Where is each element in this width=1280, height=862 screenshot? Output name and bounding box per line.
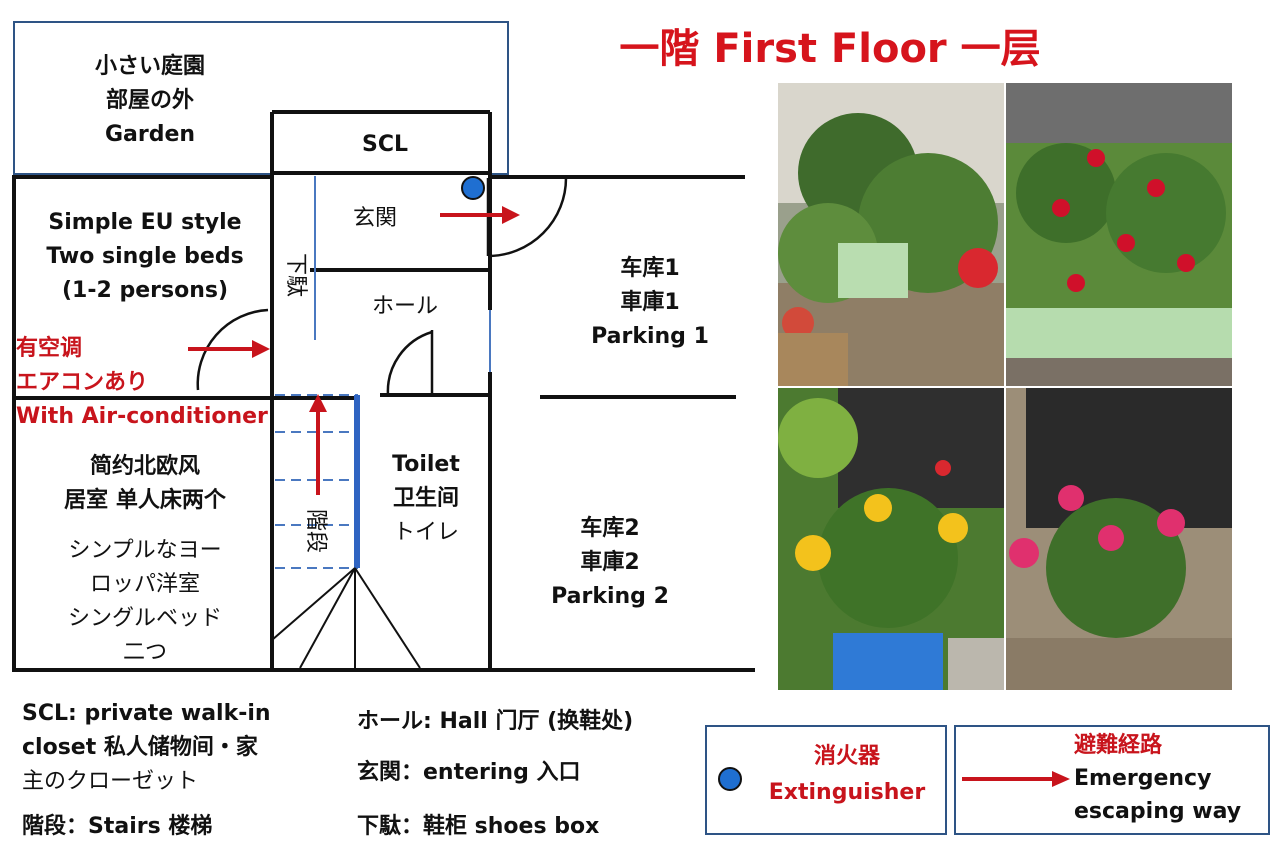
bedroom-line-1: Simple EU style [48,210,242,235]
geta-label: 下駄 [283,252,308,297]
note-scl-line-2: closet 私人储物间・家 [22,735,258,760]
bedroom-line-3: (1-2 persons) [62,278,228,303]
note-geta: 下駄：鞋柜 shoes box [357,814,600,839]
legend-escape-box: 避難経路 Emergency escaping way [954,725,1270,835]
legend-extinguisher-jp: 消火器 [813,744,880,769]
aircon-line-1: 有空调 [16,336,83,361]
photo-red-roses-planters [1006,83,1232,386]
legend-extinguisher-en: Extinguisher [768,780,926,805]
parking2-line-3: Parking 2 [551,584,669,609]
photo-parrot-planters [778,83,1004,386]
stairs-label: 階段 [303,508,328,553]
parking1-line-2: 車庫1 [620,290,680,315]
hall-label: ホール [371,294,438,319]
aircon-label: 有空调 エアコンあり With Air-conditioner [16,332,268,434]
scl-label: SCL [361,132,408,157]
garden-line-1: 小さい庭園 [94,54,205,79]
parking1-line-3: Parking 1 [591,324,709,349]
garden-label: 小さい庭園 部屋の外 Garden [40,50,260,152]
toilet-label: Toilet 卫生间 トイレ [370,448,482,550]
genkan-label: 玄関 [352,206,397,231]
garden-line-3: Garden [104,122,196,147]
doors [196,177,568,396]
legend-extinguisher-box: 消火器 Extinguisher [705,725,947,835]
garden-frame [13,21,509,175]
legend-extinguisher-label: 消火器 Extinguisher [752,739,942,811]
floor-plan [12,21,755,672]
parking2-label: 车库2 車庫2 Parking 2 [520,512,700,614]
parking1-line-1: 车库1 [620,256,680,281]
legend-escape-title: 避難経路 [1074,733,1163,758]
toilet-line-1: Toilet [392,452,460,477]
photo-hibiscus [778,388,1004,690]
bedroom-cn-line-2: 居室 单人床两个 [64,488,226,513]
toilet-line-3: トイレ [392,520,459,545]
bedroom-jp-line-4: 二つ [122,640,167,665]
note-scl: SCL: private walk-in closet 私人储物间・家 主のクロ… [22,697,271,799]
bedroom-jp-label: シンプルなヨー ロッパ洋室 シングルベッド 二つ [20,534,270,670]
bedroom-line-2: Two single beds [46,244,244,269]
photo-pink-roses [1006,388,1232,690]
legend-escape-arrow-icon [962,771,1070,787]
page-title: 一階 First Floor 一层 [619,26,1041,72]
legend-escape-line-1: Emergency [1074,766,1212,791]
walls [12,110,755,672]
legend-escape-line-2: escaping way [1074,799,1242,824]
note-hall: ホール: Hall 门厅 (换鞋处) [357,709,634,734]
legend-escape-label: 避難経路 Emergency escaping way [1074,729,1241,828]
note-stairs: 階段：Stairs 楼梯 [22,814,213,839]
legend-extinguisher-icon [718,767,742,791]
note-scl-line-3: 主のクローゼット [22,769,199,794]
bedroom-jp-line-1: シンプルなヨー [68,538,222,563]
stair-fan [271,567,421,669]
aircon-line-2: エアコンあり [16,370,149,395]
parking2-line-1: 车库2 [580,516,640,541]
bedroom-jp-line-3: シングルベッド [67,606,222,631]
parking1-label: 车库1 車庫1 Parking 1 [560,252,740,354]
bedroom-cn-label: 简约北欧风 居室 单人床两个 [20,450,270,518]
escape-arrows [188,206,520,495]
bedroom-cn-line-1: 简约北欧风 [89,454,200,479]
note-genkan: 玄関：entering 入口 [357,760,581,785]
bedroom-jp-line-2: ロッパ洋室 [89,572,200,597]
note-scl-line-1: SCL: private walk-in [22,701,271,726]
bedroom-label: Simple EU style Two single beds (1-2 per… [20,206,270,308]
stair-rail [354,395,360,568]
garden-photos [778,83,1232,690]
garden-line-2: 部屋の外 [105,88,194,113]
toilet-line-2: 卫生间 [392,486,459,511]
aircon-line-3: With Air-conditioner [16,404,268,429]
parking2-line-2: 車庫2 [580,550,640,575]
extinguisher-icon [461,176,485,200]
